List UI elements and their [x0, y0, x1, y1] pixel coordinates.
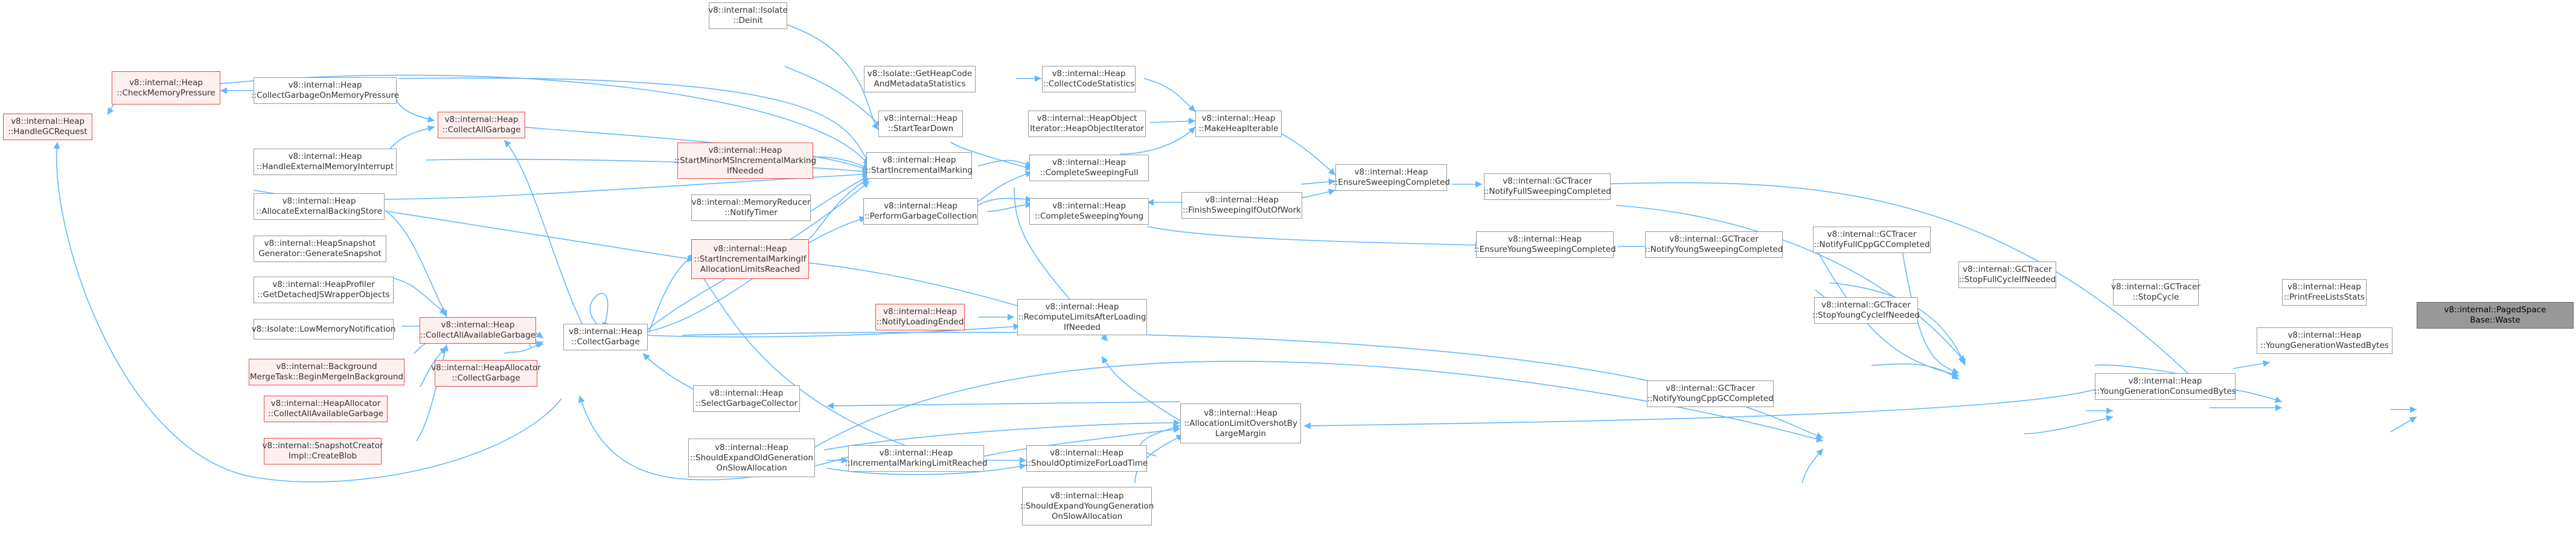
edge [578, 395, 870, 481]
node-start-incremental-marking-if-limits[interactable]: v8::internal::Heap::StartIncrementalMark… [691, 239, 809, 279]
node-ensure-sweeping-completed[interactable]: v8::internal::Heap::EnsureSweepingComple… [1332, 164, 1450, 191]
node-stop-full-cycle-if-needed[interactable]: v8::internal::GCTracer::StopFullCycleIfN… [1958, 262, 2056, 288]
node-allocation-limit-overshot[interactable]: v8::internal::Heap::AllocationLimitOvers… [1180, 403, 1301, 443]
edge [2024, 415, 2114, 434]
edge [1119, 126, 1196, 155]
edge [748, 14, 879, 130]
edge [1801, 448, 1824, 484]
edge [950, 141, 1033, 171]
edge [398, 77, 870, 165]
node-select-garbage-collector[interactable]: v8::internal::Heap::SelectGarbageCollect… [693, 385, 800, 412]
node-recompute-limits-after-loading[interactable]: v8::internal::Heap::RecomputeLimitsAfter… [1017, 299, 1147, 335]
edge [211, 74, 870, 167]
node-notify-young-cppgc-completed[interactable]: v8::internal::GCTracer::NotifyYoungCppGC… [1647, 381, 1774, 407]
node-young-generation-wasted-bytes[interactable]: v8::internal::Heap::YoungGenerationWaste… [2257, 327, 2392, 354]
node-finish-sweeping-if-out-of-work[interactable]: v8::internal::Heap::FinishSweepingIfOutO… [1181, 192, 1302, 219]
node-make-heap-iterable[interactable]: v8::internal::Heap::MakeHeapIterable [1195, 111, 1282, 137]
edge [808, 178, 870, 239]
node-notify-full-sweeping-completed[interactable]: v8::internal::GCTracer::NotifyFullSweepi… [1483, 173, 1611, 200]
node-should-expand-young-generation[interactable]: v8::internal::Heap::ShouldExpandYoungGen… [1020, 487, 1154, 526]
edge [2233, 360, 2271, 369]
node-complete-sweeping-young[interactable]: v8::internal::Heap::CompleteSweepingYoun… [1029, 198, 1149, 225]
edge [392, 277, 447, 315]
edge [784, 66, 882, 127]
edge [968, 170, 1033, 209]
node-memory-reducer-notify-timer[interactable]: v8::internal::MemoryReducer::NotifyTimer [691, 194, 811, 221]
edge [694, 265, 918, 451]
edge [386, 211, 447, 318]
node-perform-garbage-collection[interactable]: v8::internal::Heap::PerformGarbageCollec… [863, 198, 978, 225]
edge [1901, 247, 1960, 374]
edge [503, 140, 586, 332]
node-collect-all-garbage[interactable]: v8::internal::Heap::CollectAllGarbage [438, 112, 525, 138]
edge [644, 323, 1021, 338]
edge [986, 201, 1033, 212]
edge [395, 96, 435, 123]
node-isolate-deinit[interactable]: v8::internal::Isolate::Deinit [708, 2, 788, 29]
node-handle-external-memory-interrupt[interactable]: v8::internal::Heap::HandleExternalMemory… [254, 149, 397, 175]
edge [589, 292, 609, 330]
edge [1303, 389, 2095, 429]
node-should-expand-old-generation[interactable]: v8::internal::Heap::ShouldExpandOldGener… [688, 439, 815, 477]
node-start-minor-ms-incremental-marking[interactable]: v8::internal::Heap::StartMinorMSIncremen… [674, 143, 816, 179]
node-should-optimize-for-load-time[interactable]: v8::internal::Heap::ShouldOptimizeForLoa… [1026, 445, 1148, 472]
node-stop-young-cycle-if-needed[interactable]: v8::internal::GCTracer::StopYoungCycleIf… [1812, 297, 1920, 324]
node-handle-gc-request[interactable]: v8::internal::Heap::HandleGCRequest [3, 114, 92, 140]
node-start-incremental-marking[interactable]: v8::internal::Heap::StartIncrementalMark… [866, 152, 973, 179]
node-young-generation-consumed-bytes[interactable]: v8::internal::Heap::YoungGenerationConsu… [2094, 373, 2236, 400]
node-heap-allocator-collect-garbage[interactable]: v8::internal::HeapAllocator::CollectGarb… [431, 360, 541, 387]
node-start-tear-down[interactable]: v8::internal::Heap::StartTearDown [878, 111, 963, 137]
node-notify-loading-ended[interactable]: v8::internal::Heap::NotifyLoadingEnded [875, 304, 965, 330]
edge [1101, 356, 1184, 423]
node-collect-garbage-on-memory-pressure[interactable]: v8::internal::Heap::CollectGarbageOnMemo… [251, 77, 399, 104]
node-collect-garbage[interactable]: v8::internal::Heap::CollectGarbage [563, 324, 648, 350]
node-allocate-external-backing-store[interactable]: v8::internal::Heap::AllocateExternalBack… [254, 193, 385, 220]
edge [1149, 117, 1196, 125]
node-collect-all-available-garbage[interactable]: v8::internal::Heap::CollectAllAvailableG… [420, 317, 536, 344]
node-collect-code-statistics[interactable]: v8::internal::Heap::CollectCodeStatistic… [1042, 66, 1136, 92]
edge [2390, 416, 2417, 432]
edge [826, 401, 1181, 410]
node-stop-cycle[interactable]: v8::internal::GCTracer::StopCycle [2111, 279, 2200, 306]
node-notify-full-cppgc-completed[interactable]: v8::internal::GCTracer::NotifyFullCppGCC… [1813, 227, 1931, 253]
edge [419, 347, 447, 387]
node-print-free-lists-stats[interactable]: v8::internal::Heap::PrintFreeListsStats [2282, 279, 2367, 306]
edge [1143, 78, 1196, 112]
edge [1146, 226, 1483, 249]
node-heap-allocator-collect-all-available[interactable]: v8::internal::HeapAllocator::CollectAllA… [264, 396, 388, 422]
edge [416, 344, 449, 442]
node-incremental-marking-limit-reached[interactable]: v8::internal::Heap::IncrementalMarkingLi… [845, 445, 987, 472]
edge [1829, 282, 1966, 366]
edge [823, 419, 1181, 451]
node-ensure-young-sweeping-completed[interactable]: v8::internal::Heap::EnsureYoungSweepingC… [1474, 231, 1616, 258]
node-heap-profiler-detached-wrappers[interactable]: v8::internal::HeapProfiler::GetDetachedJ… [254, 277, 394, 303]
edge [53, 141, 562, 483]
edge [1815, 247, 1960, 378]
edge [648, 253, 695, 333]
edge [1300, 178, 1336, 185]
node-complete-sweeping-full[interactable]: v8::internal::Heap::CompleteSweepingFull [1029, 155, 1149, 181]
edge [425, 158, 870, 175]
edge [1140, 424, 1181, 457]
node-check-memory-pressure[interactable]: v8::internal::Heap::CheckMemoryPressure [112, 71, 220, 104]
edge [642, 353, 701, 393]
edge [1616, 205, 1966, 363]
edge [814, 361, 1824, 448]
node-low-memory-notification[interactable]: v8::Isolate::LowMemoryNotification [252, 319, 395, 339]
edge [1871, 363, 1960, 380]
node-notify-young-sweeping-completed[interactable]: v8::internal::GCTracer::NotifyYoungSweep… [1645, 231, 1783, 258]
